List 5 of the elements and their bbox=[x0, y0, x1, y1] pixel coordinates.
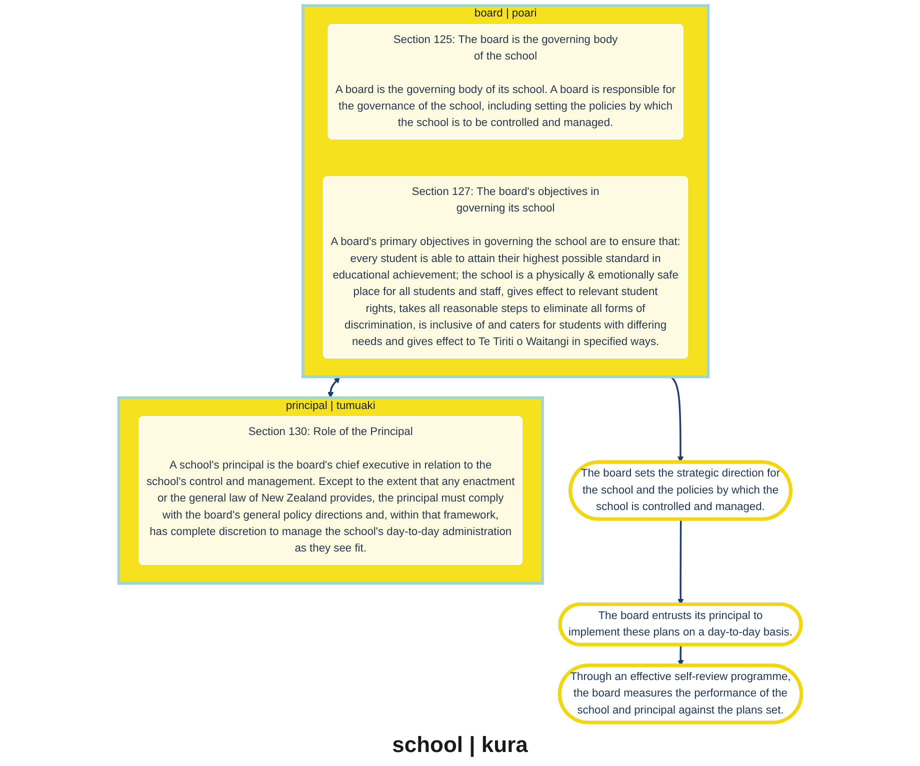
arrow bbox=[328, 376, 340, 398]
arrow bbox=[678, 519, 684, 605]
section-label: school | kura bbox=[392, 732, 528, 758]
arrow bbox=[678, 644, 684, 666]
arrow bbox=[670, 376, 684, 462]
